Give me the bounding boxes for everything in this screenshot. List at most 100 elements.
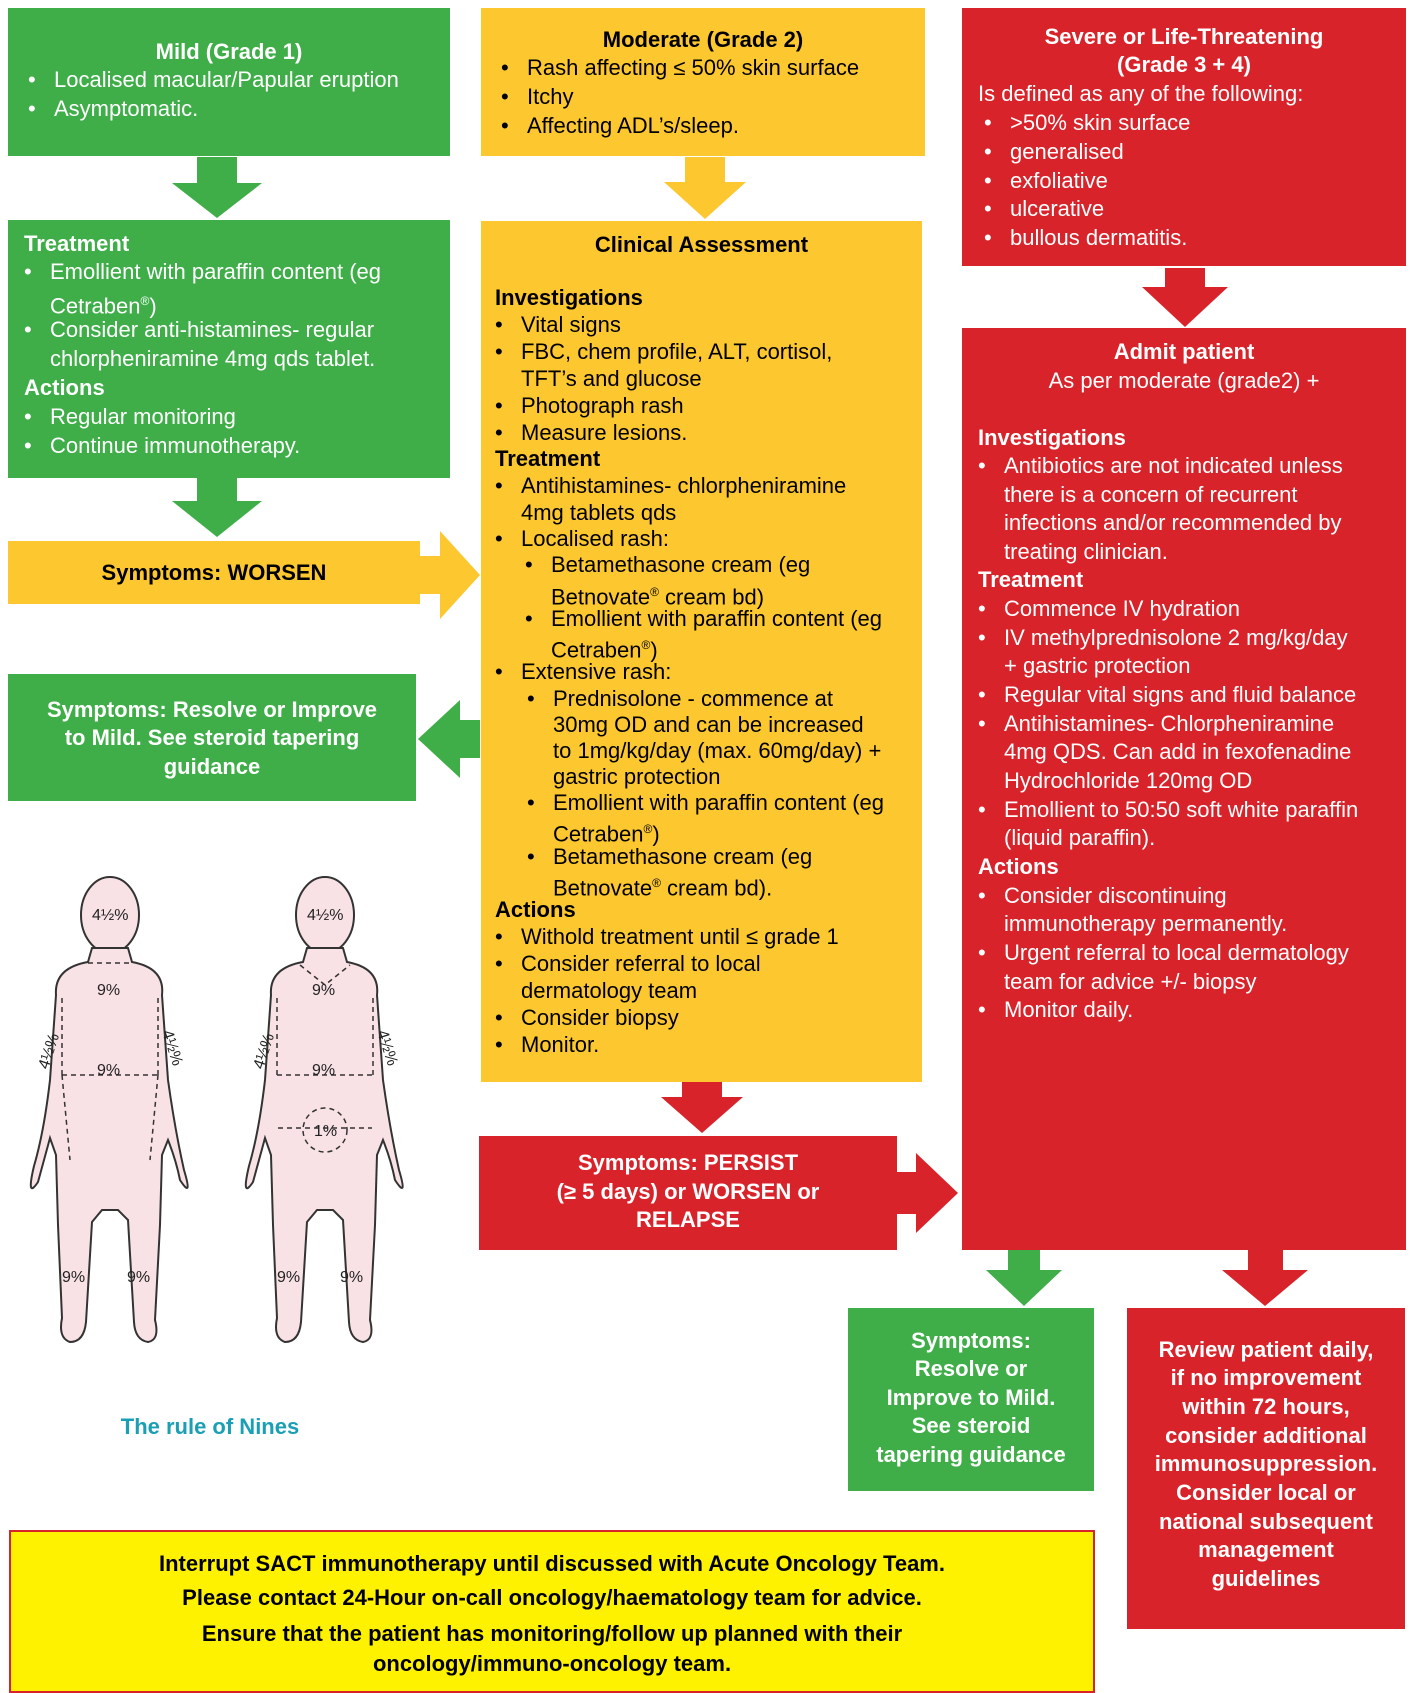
notice-line-2: Please contact 24-Hour on-call oncology/… (182, 1585, 922, 1610)
notice-line-3: Ensure that the patient has monitoring/f… (201, 1621, 903, 1646)
mild-bullet-1: Localised macular/Papular eruption (28, 66, 399, 94)
back-chest-label: 9% (97, 982, 120, 999)
arrow-persist-right (897, 1153, 958, 1233)
mild-treatment-1a: Emollient with paraffin content (eg (24, 258, 381, 286)
admit-subtitle: As per moderate (grade2) + (1048, 368, 1320, 393)
admit-tr-5b: (liquid paraffin). (1004, 825, 1156, 850)
clinical-inv-4: Measure lesions. (495, 419, 687, 447)
rule-of-nines-caption: The rule of Nines (120, 1414, 300, 1439)
admit-tr-4c: Hydrochloride 120mg OD (1004, 768, 1253, 793)
admit-treatment-heading: Treatment (978, 567, 1084, 592)
admit-box: Admit patient As per moderate (grade2) +… (962, 328, 1406, 1250)
arrow-admit-to-resolve (986, 1250, 1062, 1306)
clinical-actions-heading: Actions (495, 897, 576, 922)
admit-tr-1: Commence IV hydration (978, 595, 1240, 623)
front-head-label: 4½% (307, 907, 343, 924)
clinical-tr-1a: Antihistamines- chlorpheniramine (495, 472, 846, 500)
back-head-label: 4½% (92, 907, 128, 924)
clinical-inv-2b: TFT’s and glucose (521, 366, 702, 391)
resolve-right-line-1: Symptoms: (911, 1328, 1031, 1353)
back-leg-right-label: 9% (127, 1269, 150, 1286)
severe-title-2: (Grade 3 + 4) (1117, 52, 1251, 77)
clinical-act-1: Withold treatment until ≤ grade 1 (495, 923, 839, 951)
arrow-admit-to-review (1222, 1250, 1308, 1306)
front-groin-label: 1% (314, 1123, 337, 1140)
clinical-tr-2-1a: Betamethasone cream (eg (525, 551, 810, 579)
persist-line-1: Symptoms: PERSIST (577, 1150, 799, 1175)
review-line-4: consider additional (1165, 1423, 1367, 1448)
worsen-box: Symptoms: WORSEN (8, 541, 420, 604)
clinical-assessment-box: Clinical Assessment Investigations Vital… (481, 221, 922, 1082)
worsen-label: Symptoms: WORSEN (101, 560, 327, 585)
back-lower-label: 9% (97, 1062, 120, 1079)
resolve-left-line-1: Symptoms: Resolve or Improve (46, 697, 378, 722)
review-line-7: national subsequent (1159, 1509, 1373, 1534)
clinical-tr-3-3a: Betamethasone cream (eg (527, 843, 812, 871)
admit-inv-line-3: infections and/or recommended by (1004, 510, 1342, 535)
review-line-5: immunosuppression. (1154, 1451, 1378, 1476)
body-front-dividers (276, 964, 374, 1153)
mild-action-2: Continue immunotherapy. (24, 432, 300, 460)
clinical-tr-3: Extensive rash: (495, 658, 671, 686)
front-leg-left-label: 9% (277, 1269, 300, 1286)
mild-treatment-heading: Treatment (24, 231, 130, 256)
clinical-tr-3-1a: Prednisolone - commence at (527, 685, 833, 713)
mild-bullet-2: Asymptomatic. (28, 95, 198, 123)
front-leg-right-label: 9% (340, 1269, 363, 1286)
admit-tr-4a: Antihistamines- Chlorpheniramine (978, 710, 1334, 738)
admit-inv-line-1: Antibiotics are not indicated unless (978, 452, 1343, 480)
review-box: Review patient daily, if no improvement … (1127, 1308, 1405, 1629)
moderate-box: Moderate (Grade 2) Rash affecting ≤ 50% … (481, 8, 925, 156)
clinical-tr-2: Localised rash: (495, 525, 669, 553)
severe-bullet-5: bullous dermatitis. (984, 224, 1187, 252)
resolve-right-line-4: See steroid (911, 1413, 1031, 1438)
notice-line-1: Interrupt SACT immunotherapy until discu… (159, 1551, 945, 1576)
review-line-3: within 72 hours, (1182, 1394, 1350, 1419)
moderate-bullet-1: Rash affecting ≤ 50% skin surface (501, 54, 859, 82)
clinical-inv-1: Vital signs (495, 311, 621, 339)
review-line-8: management (1198, 1537, 1334, 1562)
back-leg-left-label: 9% (62, 1269, 85, 1286)
moderate-bullet-2: Itchy (501, 83, 574, 111)
clinical-act-2a: Consider referral to local (495, 950, 761, 978)
admit-tr-3: Regular vital signs and fluid balance (978, 681, 1356, 709)
review-line-6: Consider local or (1176, 1480, 1356, 1505)
persist-line-2: (≥ 5 days) or WORSEN or (556, 1179, 820, 1204)
resolve-left-line-3: guidance (163, 754, 261, 779)
notice-line-4: oncology/immuno-oncology team. (372, 1651, 732, 1676)
severe-bullet-1: >50% skin surface (984, 109, 1190, 137)
persist-box: Symptoms: PERSIST (≥ 5 days) or WORSEN o… (479, 1136, 897, 1250)
admit-act-1b: immunotherapy permanently. (1004, 911, 1288, 936)
mild-treatment-1b: Cetraben®) (50, 293, 157, 319)
clinical-act-2b: dermatology team (521, 978, 698, 1003)
resolve-right-line-3: Improve to Mild. (886, 1385, 1056, 1410)
clinical-tr-1b: 4mg tablets qds (521, 500, 677, 525)
admit-act-3: Monitor daily. (978, 996, 1133, 1024)
admit-title: Admit patient (1113, 339, 1255, 364)
clinical-tr-3-1d: gastric protection (553, 764, 721, 789)
clinical-act-3: Consider biopsy (495, 1004, 679, 1032)
review-line-9: guidelines (1211, 1566, 1321, 1591)
resolve-right-box: Symptoms: Resolve or Improve to Mild. Se… (848, 1308, 1094, 1491)
notice-box: Interrupt SACT immunotherapy until discu… (9, 1530, 1095, 1693)
arrow-mild-down (172, 157, 262, 218)
resolve-left-line-2: to Mild. See steroid tapering (64, 725, 360, 750)
clinical-tr-2-2a: Emollient with paraffin content (eg (525, 605, 882, 633)
admit-tr-2b: + gastric protection (1004, 653, 1191, 678)
admit-act-1a: Consider discontinuing (978, 882, 1227, 910)
admit-tr-2a: IV methylprednisolone 2 mg/kg/day (978, 624, 1348, 652)
clinical-investigations-heading: Investigations (495, 285, 643, 310)
mild-box: Mild (Grade 1) Localised macular/Papular… (8, 8, 450, 156)
review-line-2: if no improvement (1170, 1365, 1362, 1390)
clinical-act-4: Monitor. (495, 1031, 599, 1059)
clinical-tr-3-3b: Betnovate® cream bd). (553, 875, 773, 901)
admit-act-2b: team for advice +/- biopsy (1004, 969, 1257, 994)
arrow-treatment-down (172, 478, 262, 537)
resolve-right-line-5: tapering guidance (876, 1442, 1066, 1467)
clinical-treatment-heading: Treatment (495, 446, 601, 471)
arrow-clinical-down (661, 1082, 743, 1133)
clinical-title: Clinical Assessment (594, 232, 809, 257)
front-chest-label: 9% (312, 982, 335, 999)
mild-title: Mild (Grade 1) (155, 39, 303, 64)
